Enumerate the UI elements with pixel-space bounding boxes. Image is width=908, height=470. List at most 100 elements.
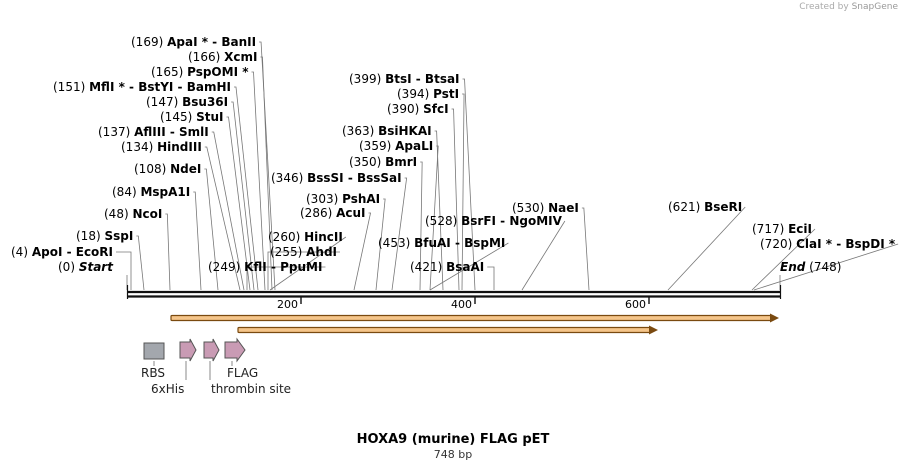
site-name-29: BsaAI <box>446 260 484 274</box>
site-label-27: (528) BsrFI - NgoMIV <box>425 214 563 228</box>
site-name-22: BsiHKAI <box>378 124 432 138</box>
site-leader-12 <box>116 251 132 290</box>
site-leader-25 <box>462 78 476 291</box>
site-label-25: (399) BtsI - BtsaI <box>349 72 460 86</box>
site-label-14: (249) KflI - PpuMI <box>208 260 322 274</box>
site-leader-28 <box>581 207 590 291</box>
site-label-18: (303) PshAI <box>306 192 380 206</box>
site-leader-19 <box>391 177 408 291</box>
site-label-1: (166) XcmI <box>188 50 257 64</box>
site-label-16: (255) AhdI <box>270 245 337 259</box>
site-labels: (169) ApaI * - BanII(166) XcmI(165) PspO… <box>11 35 896 274</box>
site-name-12: ApoI - EcoRI <box>32 245 113 259</box>
site-pos-29: (421) <box>410 260 442 274</box>
site-pos-8: (108) <box>134 162 166 176</box>
site-pos-16: (255) <box>270 245 302 259</box>
site-leader-23 <box>451 108 460 291</box>
site-label-31: (717) EciI <box>752 222 812 236</box>
site-name-16: AhdI <box>306 245 337 259</box>
site-label-8: (108) NdeI <box>134 162 201 176</box>
site-label-21: (359) ApaLI <box>359 139 433 153</box>
site-name-4: Bsu36I <box>182 95 228 109</box>
site-pos-27: (528) <box>425 214 457 228</box>
site-label-26: (453) BfuAI - BspMI <box>378 236 505 250</box>
site-name-11: SspI <box>104 229 133 243</box>
site-label-12: (4) ApoI - EcoRI <box>11 245 113 259</box>
site-leader-7 <box>204 146 241 291</box>
rbs-label: RBS <box>141 366 165 380</box>
site-label-23: (390) SfcI <box>387 102 449 116</box>
site-leader-22 <box>434 130 444 291</box>
site-pos-21: (359) <box>359 139 391 153</box>
site-name-19: BssSI - BssSaI <box>307 171 402 185</box>
site-leader-3 <box>233 86 259 291</box>
site-name-17: AcuI <box>336 206 365 220</box>
site-label-0: (169) ApaI * - BanII <box>131 35 256 49</box>
site-pos-5: (145) <box>160 110 192 124</box>
site-label-19: (346) BssSI - BssSaI <box>271 171 402 185</box>
site-leader-5 <box>226 116 251 291</box>
orf-arrows <box>170 313 779 335</box>
site-label-32: (720) ClaI * - BspDI * <box>760 237 896 251</box>
site-label-10: (48) NcoI <box>104 207 162 221</box>
site-leader-8 <box>204 168 219 291</box>
orf-1-body <box>170 314 774 322</box>
site-name-31: EciI <box>788 222 812 236</box>
site-name-3: MflI * - BstYI - BamHI <box>89 80 231 94</box>
site-leader-0 <box>259 41 276 291</box>
site-name-15: HincII <box>304 230 343 244</box>
site-leader-15 <box>269 236 347 291</box>
site-name-33: End <box>780 260 806 274</box>
site-label-33: End (748) <box>780 260 841 274</box>
snapgene-credit: Created by SnapGene <box>799 2 898 12</box>
site-pos-7: (134) <box>121 140 153 154</box>
sequence-backbone <box>126 285 782 299</box>
site-name-20: BmrI <box>385 155 417 169</box>
site-name-0: ApaI * - BanII <box>167 35 256 49</box>
site-leader-10 <box>165 213 171 291</box>
his-tag-feature <box>179 338 197 362</box>
site-leader-27 <box>521 220 566 291</box>
features: RBS 6xHis FLAG thrombin site <box>141 337 291 396</box>
site-name-32: ClaI * - BspDI * <box>796 237 896 251</box>
site-name-6: AflIII - SmlI <box>134 125 209 139</box>
orf-2-head <box>649 325 658 335</box>
site-pos-2: (165) <box>151 65 183 79</box>
site-name-1: XcmI <box>224 50 257 64</box>
site-leader-1 <box>260 56 273 291</box>
credit-prefix: Created by <box>799 2 849 12</box>
site-pos-12: (4) <box>11 245 28 259</box>
site-label-20: (350) BmrI <box>349 155 417 169</box>
orf-2-body <box>237 326 652 334</box>
site-pos-15: (260) <box>268 230 300 244</box>
site-name-8: NdeI <box>170 162 201 176</box>
ruler: 200 400 600 <box>277 297 650 311</box>
site-leader-6 <box>211 131 245 291</box>
site-label-13: (0) Start <box>58 260 114 274</box>
site-leader-14 <box>246 266 326 290</box>
site-pos-1: (166) <box>188 50 220 64</box>
site-pos-9: (84) <box>112 185 137 199</box>
site-name-24: PstI <box>433 87 459 101</box>
site-leader-lines <box>116 41 899 291</box>
site-pos-4: (147) <box>146 95 178 109</box>
flag-label: FLAG <box>227 366 258 380</box>
site-label-9: (84) MspA1I <box>112 185 190 199</box>
site-leader-31 <box>751 228 816 291</box>
site-pos-31: (717) <box>752 222 784 236</box>
site-pos-26: (453) <box>378 236 410 250</box>
site-pos-0: (169) <box>131 35 163 49</box>
site-leader-11 <box>136 235 145 291</box>
site-label-30: (621) BseRI <box>668 200 742 214</box>
site-leader-32 <box>753 243 899 291</box>
site-leader-18 <box>375 198 386 291</box>
site-name-28: NaeI <box>548 201 579 215</box>
site-leader-17 <box>353 212 372 291</box>
site-label-3: (151) MflI * - BstYI - BamHI <box>53 80 231 94</box>
site-name-7: HindIII <box>157 140 202 154</box>
site-label-7: (134) HindIII <box>121 140 202 154</box>
his-tag-label: 6xHis <box>151 382 184 396</box>
site-pos-28: (530) <box>512 201 544 215</box>
site-label-4: (147) Bsu36I <box>146 95 228 109</box>
